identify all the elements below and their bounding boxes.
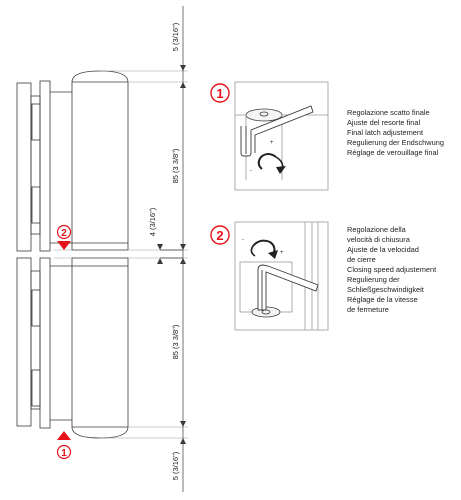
- arrow-tick: [157, 244, 163, 250]
- dim-bottom-gap: 5 (3/16"): [171, 451, 180, 480]
- detail-2-label: Regulierung der: [347, 275, 400, 284]
- detail-1-label: Réglage de verouillage final: [347, 148, 439, 157]
- upper-hinge-knuckle: [71, 70, 129, 251]
- hinge-drawing: [16, 70, 129, 439]
- arrow-tick: [180, 421, 186, 427]
- detail-2-label: Ajuste de la velocidad: [347, 245, 419, 254]
- detail-1-label: Regolazione scatto finale: [347, 108, 430, 117]
- lower-marker: 1: [56, 431, 72, 460]
- lower-marker-number: 1: [61, 448, 67, 459]
- arrow-tick: [180, 258, 186, 264]
- lower-hinge-knuckle: [71, 257, 129, 439]
- hex-key-icon: [240, 105, 314, 157]
- detail-2-label: Réglage de la vitesse: [347, 295, 418, 304]
- upper-marker: 2: [56, 224, 72, 250]
- svg-text:+: +: [280, 250, 284, 256]
- detail-1-label: Regulierung der Endschwung: [347, 138, 444, 147]
- detail-2-label: de fermeture: [347, 305, 389, 314]
- dimension-arrows: [157, 65, 186, 444]
- detail-1-labels: Regolazione scatto finale Ajuste del res…: [347, 108, 444, 158]
- arrow-tick: [157, 258, 163, 264]
- arrow-tick: [180, 82, 186, 88]
- detail-2-label: Regolazione della: [347, 225, 406, 234]
- detail-2-labels: Regolazione della velocità di chiusura A…: [347, 225, 436, 315]
- detail-1-number: 1: [216, 86, 223, 101]
- rotate-arrow-icon: - +: [250, 140, 286, 174]
- detail-2-badge: 2: [210, 225, 230, 245]
- triangle-marker-icon: [57, 431, 71, 440]
- arrow-tick: [180, 244, 186, 250]
- detail-2-number: 2: [216, 228, 223, 243]
- svg-text:+: +: [270, 140, 274, 146]
- dim-lower-length: 85 (3 3/8"): [171, 324, 180, 359]
- detail-1-panel: [234, 81, 329, 191]
- detail-2-label: velocità di chiusura: [347, 235, 410, 244]
- extension-lines: [54, 70, 188, 439]
- arrow-tick: [180, 438, 186, 444]
- detail-2-label: de cierre: [347, 255, 376, 264]
- lower-door-leaf: [16, 257, 72, 429]
- svg-text:-: -: [242, 237, 244, 243]
- dim-upper-length: 85 (3 3/8"): [171, 148, 180, 183]
- upper-frame-leaf: [16, 80, 72, 252]
- dimension-line: [160, 6, 184, 492]
- svg-text:-: -: [250, 168, 252, 174]
- detail-1-label: Final latch adjustement: [347, 128, 423, 137]
- detail-1-badge: 1: [210, 83, 230, 103]
- upper-marker-number: 2: [61, 228, 67, 239]
- detail-2-label: Schließgeschwindigkeit: [347, 285, 424, 294]
- detail-1-label: Ajuste del resorte final: [347, 118, 421, 127]
- hex-key-icon: [257, 264, 319, 311]
- dim-middle-gap: 4 (3/16"): [148, 207, 157, 236]
- triangle-marker-icon: [57, 241, 71, 250]
- rotate-arrow-icon: - +: [242, 237, 284, 259]
- arrow-tick: [180, 65, 186, 71]
- detail-2-label: Closing speed adjustement: [347, 265, 437, 274]
- dim-top-gap: 5 (3/16"): [171, 22, 180, 51]
